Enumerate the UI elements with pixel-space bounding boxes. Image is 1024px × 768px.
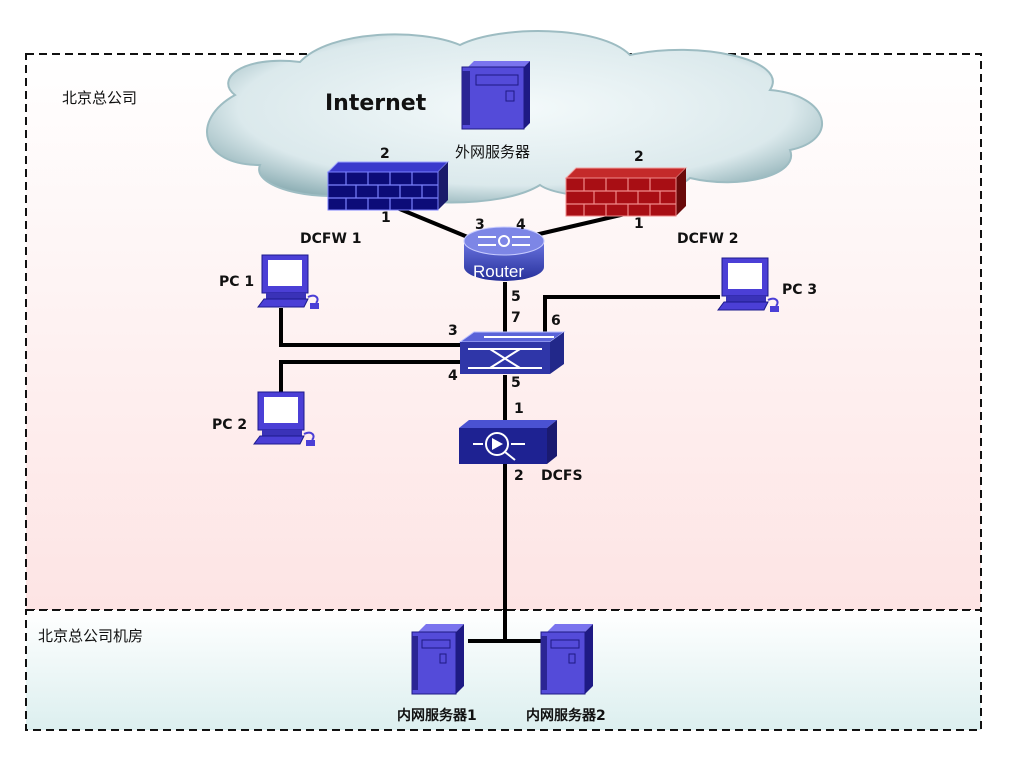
dcfs-port-top: 1 bbox=[514, 401, 524, 417]
dcfw2-firewall-icon[interactable] bbox=[564, 167, 688, 217]
dcfs-port-bottom: 2 bbox=[514, 468, 524, 484]
dcfw1-port-bottom: 1 bbox=[381, 210, 391, 226]
dcfw2-port-top: 2 bbox=[634, 149, 644, 165]
pc3-icon[interactable] bbox=[717, 257, 779, 312]
router-port-left: 3 bbox=[475, 217, 485, 233]
dcfw1-firewall-icon[interactable] bbox=[326, 161, 450, 211]
external-server-icon[interactable] bbox=[461, 61, 530, 130]
link-pc3-switch bbox=[543, 295, 720, 334]
dcfs-icon[interactable] bbox=[459, 420, 557, 464]
zone-hq-label: 北京总公司 bbox=[62, 89, 137, 107]
pc3-label: PC 3 bbox=[782, 282, 817, 298]
switch-icon[interactable] bbox=[458, 331, 566, 374]
pc2-label: PC 2 bbox=[212, 417, 247, 433]
internet-label: Internet bbox=[325, 91, 427, 116]
switch-port-left-top: 3 bbox=[448, 323, 458, 339]
pc2-icon[interactable] bbox=[253, 391, 315, 446]
link-pc2-switch bbox=[279, 360, 462, 395]
internal-server1-label: 内网服务器1 bbox=[397, 707, 477, 724]
link-dcfw2-router bbox=[534, 212, 626, 237]
router-port-right: 4 bbox=[516, 217, 526, 233]
internal-server1-icon[interactable] bbox=[411, 624, 464, 695]
dcfw1-label: DCFW 1 bbox=[300, 231, 362, 247]
router-icon[interactable] bbox=[463, 226, 545, 281]
pc1-icon[interactable] bbox=[257, 254, 319, 309]
router-port-bottom: 5 bbox=[511, 289, 521, 305]
switch-port-right-top: 6 bbox=[551, 313, 561, 329]
dcfw2-port-bottom: 1 bbox=[634, 216, 644, 232]
zone-datacenter-label: 北京总公司机房 bbox=[38, 627, 143, 645]
dcfs-label: DCFS bbox=[541, 468, 583, 484]
link-pc1-switch bbox=[279, 308, 462, 347]
switch-port-left-bottom: 4 bbox=[448, 368, 458, 384]
internal-server2-label: 内网服务器2 bbox=[526, 707, 606, 724]
external-server-label: 外网服务器 bbox=[455, 143, 530, 161]
dcfw2-label: DCFW 2 bbox=[677, 231, 739, 247]
internal-server2-icon[interactable] bbox=[540, 624, 593, 695]
switch-port-bottom: 5 bbox=[511, 375, 521, 391]
dcfw1-port-top: 2 bbox=[380, 146, 390, 162]
links bbox=[279, 203, 720, 643]
router-label: Router bbox=[473, 262, 524, 281]
switch-port-top: 7 bbox=[511, 310, 521, 326]
pc1-label: PC 1 bbox=[219, 274, 254, 290]
